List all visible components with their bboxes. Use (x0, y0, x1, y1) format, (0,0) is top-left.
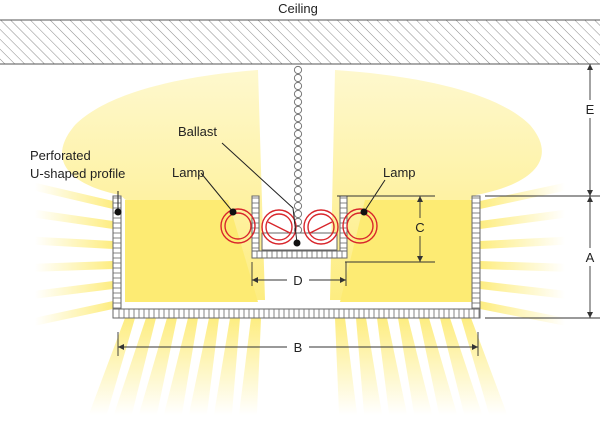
light-ray (113, 318, 156, 415)
chain-link (293, 201, 303, 211)
lamp-right-label: Lamp (383, 165, 416, 180)
light-ray (35, 236, 113, 249)
chain-link (293, 169, 303, 179)
chain-link (293, 89, 303, 99)
light-ray (398, 318, 433, 415)
light-ray (480, 236, 565, 249)
ballast-label: Ballast (178, 124, 217, 139)
callout-leaders (117, 142, 386, 244)
light-ray (35, 301, 113, 326)
chain-link (293, 161, 303, 171)
callout-dots (114, 208, 368, 247)
dimension-e-label: E (586, 102, 595, 117)
light-ray (163, 318, 198, 415)
chain-link (293, 73, 303, 83)
chain-link (293, 97, 303, 107)
chain-link (293, 129, 303, 139)
dimension-d-label: D (293, 273, 302, 288)
lamp-left-label: Lamp (172, 165, 205, 180)
chain-link (293, 81, 303, 91)
ceiling-slab (0, 19, 600, 65)
light-ray (188, 318, 219, 415)
light-ray (440, 318, 483, 415)
profile-label-line1: Perforated (30, 148, 91, 163)
light-ray (238, 318, 261, 415)
light-ray (88, 318, 135, 415)
profile-label-line2: U-shaped profile (30, 166, 125, 181)
light-ray (35, 182, 113, 209)
lamp-inner-right (303, 209, 339, 245)
chain-link (293, 137, 303, 147)
chain-link (293, 113, 303, 123)
suspension-chain (293, 65, 303, 235)
dimension-lines (117, 64, 600, 356)
chain-link (293, 153, 303, 163)
light-ray (138, 318, 177, 415)
dimension-ticks (118, 64, 593, 350)
light-ray (35, 209, 113, 229)
light-ray (377, 318, 408, 415)
light-ray (335, 318, 358, 415)
chain-link (293, 209, 303, 219)
light-ray (480, 281, 565, 299)
lamp-inner-left (261, 209, 297, 245)
chain-link (293, 65, 303, 75)
chain-link (293, 121, 303, 131)
lamp-right (342, 208, 378, 244)
light-ray (419, 318, 458, 415)
lamp-left (220, 208, 256, 244)
dimension-c-label: C (415, 220, 424, 235)
perforated-u-profile (112, 195, 481, 319)
ceiling-label: Ceiling (278, 1, 318, 16)
chain-link (293, 105, 303, 115)
light-ray (213, 318, 240, 415)
dimension-b-label: B (294, 340, 303, 355)
chain-link (293, 145, 303, 155)
light-ray (480, 261, 565, 272)
chain-link (293, 185, 303, 195)
light-ray (356, 318, 383, 415)
lamp-group (220, 208, 378, 245)
light-ray (35, 281, 113, 299)
light-ray (480, 209, 565, 229)
chain-link (293, 177, 303, 187)
dimension-a-label: A (586, 250, 595, 265)
light-ray (480, 301, 565, 326)
light-ray (461, 318, 508, 415)
chain-link (293, 193, 303, 203)
light-ray (35, 261, 113, 272)
